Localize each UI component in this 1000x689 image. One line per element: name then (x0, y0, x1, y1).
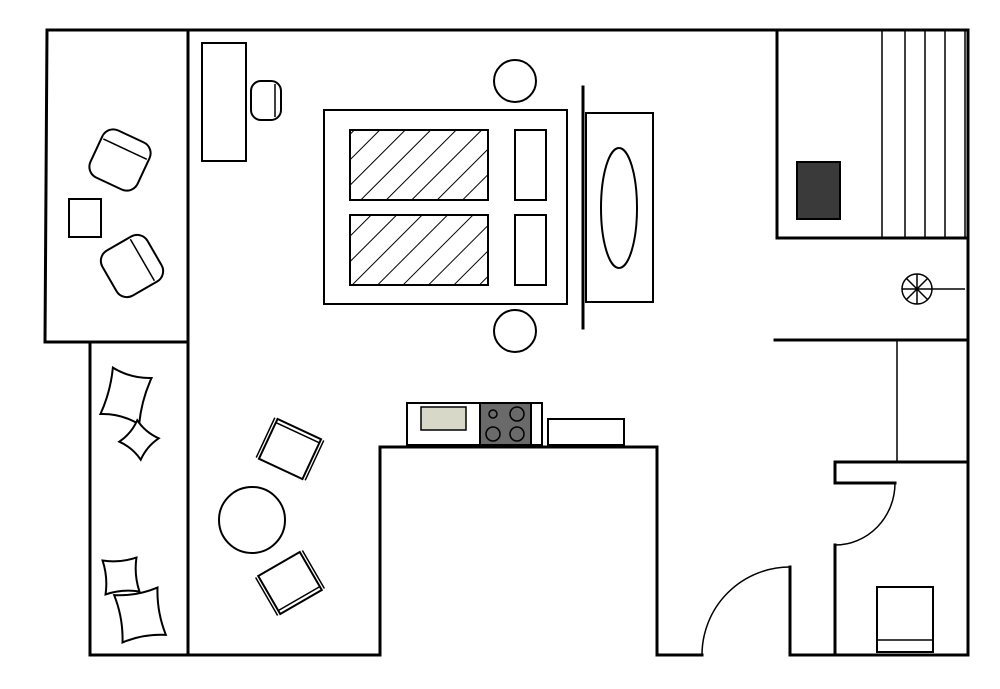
pillow-icon (101, 556, 141, 596)
ceiling-fan-icon (901, 273, 965, 305)
pillow-icon (112, 586, 168, 644)
stairs-icon (881, 30, 966, 238)
door-icon[interactable] (701, 566, 791, 656)
pillow-icon (98, 365, 154, 427)
desk-icon (201, 42, 247, 162)
chair-icon (255, 417, 325, 481)
nightstand-icon (493, 59, 537, 103)
pillow-icon (117, 418, 161, 462)
stove-icon (406, 402, 543, 446)
rug-icon (585, 112, 654, 303)
armchair-icon (99, 233, 165, 299)
chair-icon (254, 550, 326, 616)
bed-icon (323, 109, 568, 305)
toilet-icon (876, 586, 934, 653)
sink-icon (547, 418, 625, 446)
walls (43, 28, 970, 657)
dining-table-icon (218, 486, 286, 554)
nightstand-icon (493, 309, 537, 353)
door-icon[interactable] (834, 482, 896, 546)
fireplace-icon (796, 161, 841, 220)
side-table-icon (68, 198, 102, 238)
chair-icon (250, 80, 282, 121)
armchair-icon (88, 128, 152, 192)
